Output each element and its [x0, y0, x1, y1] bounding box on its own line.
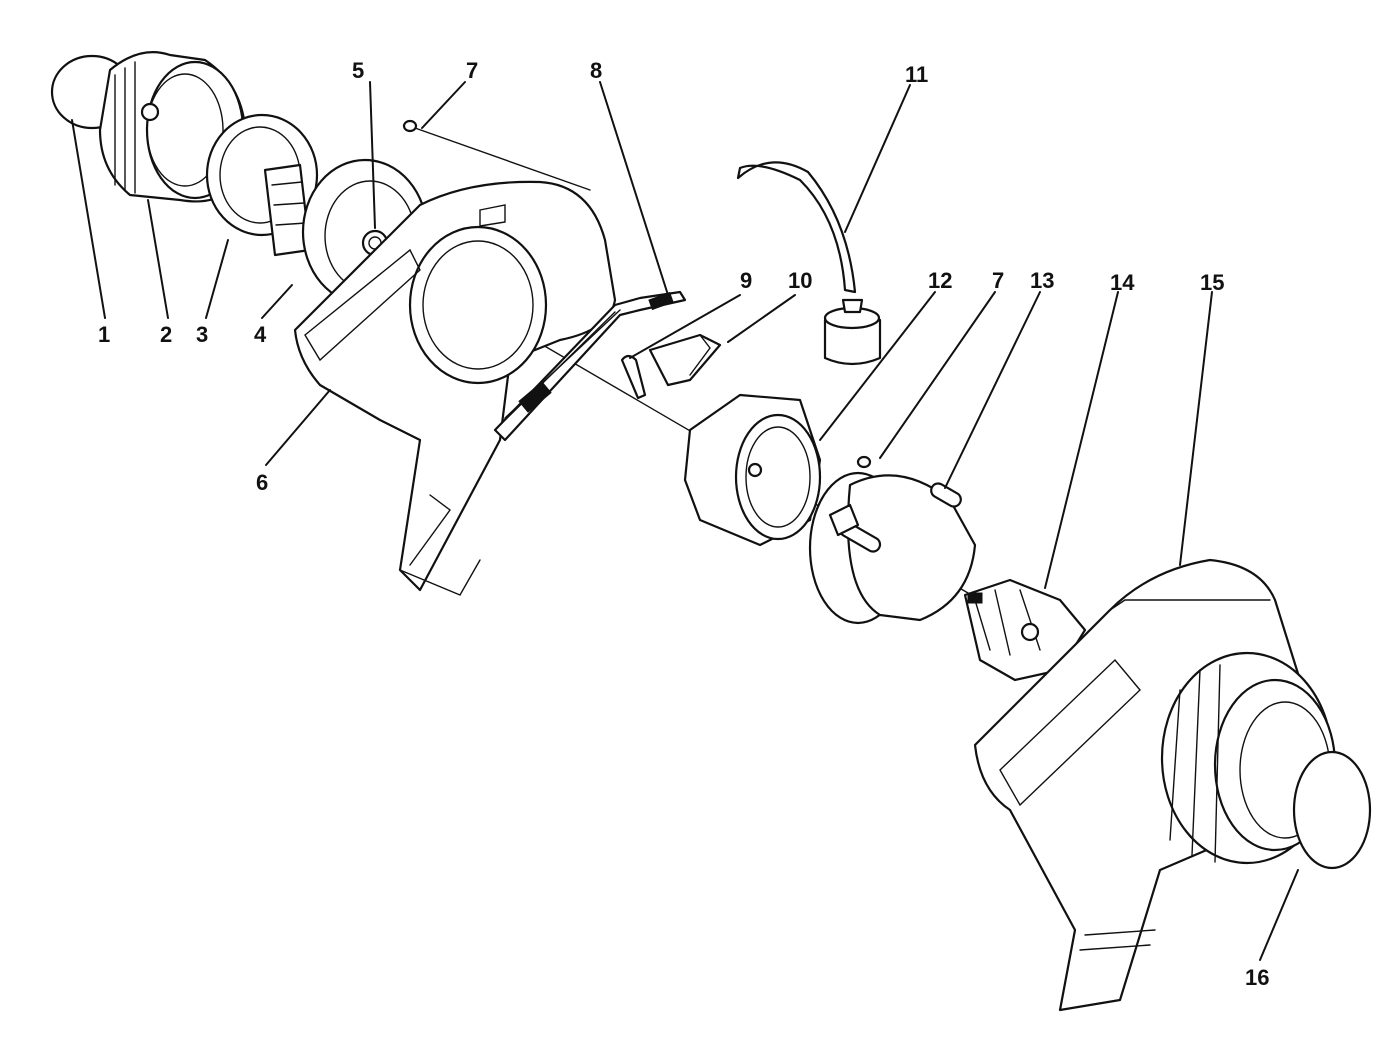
callout-9: 9: [740, 268, 752, 293]
callout-7-middle: 7: [992, 268, 1004, 293]
callout-5: 5: [352, 58, 364, 83]
callout-15: 15: [1200, 270, 1224, 295]
callout-11: 11: [905, 62, 928, 87]
callout-2: 2: [160, 322, 172, 347]
callout-7-top: 7: [466, 58, 478, 83]
callout-1: 1: [98, 322, 110, 347]
callout-6: 6: [256, 470, 268, 495]
part-7-screw-middle: [856, 455, 872, 469]
callout-12: 12: [928, 268, 952, 293]
part-12-lamp-holder: [683, 393, 822, 547]
callout-3: 3: [196, 322, 208, 347]
callout-8: 8: [590, 58, 602, 83]
part-8-switch: [493, 290, 687, 442]
callout-4: 4: [254, 322, 267, 347]
leader-lines: [71, 81, 1299, 961]
callout-10: 10: [788, 268, 812, 293]
part-9-clip: [620, 354, 647, 400]
part-13-retainer: [808, 471, 977, 625]
part-11-lanyard: [736, 161, 882, 366]
part-7-screw-top: [402, 119, 418, 133]
part-6-front-housing: [293, 180, 617, 596]
callout-14: 14: [1110, 270, 1135, 295]
part-10-actuator: [648, 333, 722, 387]
callout-16: 16: [1245, 965, 1269, 990]
part-16-rear-lens: [1292, 750, 1372, 870]
callout-labels: 1 2 3 4 5 6 7 7 8 9 10 11 12 13 14 15 16: [98, 58, 1269, 990]
part-15-rear-housing: [973, 558, 1337, 1012]
callout-13: 13: [1030, 268, 1054, 293]
